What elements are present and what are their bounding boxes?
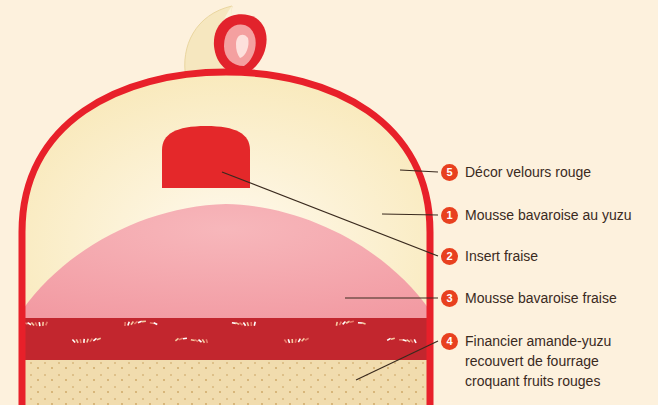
part-label: Mousse bavaroise fraise bbox=[465, 288, 635, 308]
crumb bbox=[350, 320, 354, 323]
crumb bbox=[232, 322, 236, 324]
crumb bbox=[410, 339, 414, 343]
part-label: Décor velours rouge bbox=[465, 162, 635, 182]
crumb bbox=[130, 321, 134, 325]
crumb bbox=[205, 339, 208, 343]
crumb bbox=[79, 339, 81, 343]
crumb bbox=[362, 322, 366, 325]
crumb bbox=[202, 339, 206, 343]
crumb bbox=[97, 338, 101, 341]
crumb bbox=[45, 321, 48, 325]
crumb bbox=[287, 339, 290, 343]
crumb bbox=[295, 339, 297, 343]
part-label: Mousse bavaroise au yuzu bbox=[465, 205, 635, 225]
crumb bbox=[150, 322, 154, 324]
crumb bbox=[301, 338, 305, 342]
crumb bbox=[342, 321, 346, 325]
crumb bbox=[76, 339, 79, 343]
crumb bbox=[387, 338, 391, 341]
crumb bbox=[198, 339, 202, 343]
insert bbox=[162, 126, 250, 188]
crumb bbox=[305, 338, 309, 341]
crumb bbox=[83, 339, 85, 343]
crumb bbox=[284, 339, 288, 343]
crumb bbox=[346, 321, 350, 324]
crumb bbox=[391, 337, 395, 340]
crumb bbox=[31, 322, 35, 326]
callout-number: 2 bbox=[441, 248, 458, 265]
cake-layers bbox=[0, 60, 460, 405]
crumb bbox=[406, 339, 410, 343]
crumb bbox=[124, 322, 126, 326]
crumb bbox=[298, 338, 301, 342]
crumb bbox=[93, 338, 97, 342]
crumb bbox=[336, 322, 338, 326]
crumb bbox=[153, 322, 157, 325]
crumb bbox=[235, 322, 239, 325]
crumb bbox=[175, 338, 179, 342]
topping bbox=[185, 6, 267, 78]
crumb bbox=[72, 339, 76, 343]
callout-number: 4 bbox=[441, 333, 458, 350]
crumb bbox=[183, 337, 187, 339]
crumb bbox=[127, 321, 130, 325]
crumb bbox=[291, 339, 293, 343]
callout-number: 5 bbox=[441, 164, 458, 181]
crumb bbox=[27, 322, 31, 325]
crumb bbox=[142, 320, 146, 322]
crumb bbox=[89, 338, 93, 342]
crumb bbox=[339, 321, 342, 325]
velvet-coating bbox=[22, 72, 430, 405]
leader-lines bbox=[222, 170, 438, 380]
crumb bbox=[414, 339, 417, 343]
crumb bbox=[138, 321, 142, 324]
callout-number: 3 bbox=[441, 290, 458, 307]
crumb bbox=[42, 322, 44, 326]
crumb bbox=[179, 338, 183, 341]
part-label: Financier amande-yuzu recouvert de fourr… bbox=[465, 331, 635, 391]
crumb bbox=[191, 339, 195, 341]
crumb bbox=[399, 339, 403, 341]
crumb bbox=[194, 339, 198, 342]
part-label: Insert fraise bbox=[465, 246, 635, 266]
crumb bbox=[243, 322, 247, 326]
crumb bbox=[239, 322, 243, 326]
crumb bbox=[358, 322, 362, 324]
crumb bbox=[250, 322, 252, 326]
crumb bbox=[38, 322, 40, 326]
crumb bbox=[253, 322, 256, 326]
crumb bbox=[246, 322, 249, 326]
crumb bbox=[35, 322, 38, 326]
callout-number: 1 bbox=[441, 207, 458, 224]
crumb bbox=[134, 321, 138, 325]
crumb bbox=[86, 338, 89, 342]
